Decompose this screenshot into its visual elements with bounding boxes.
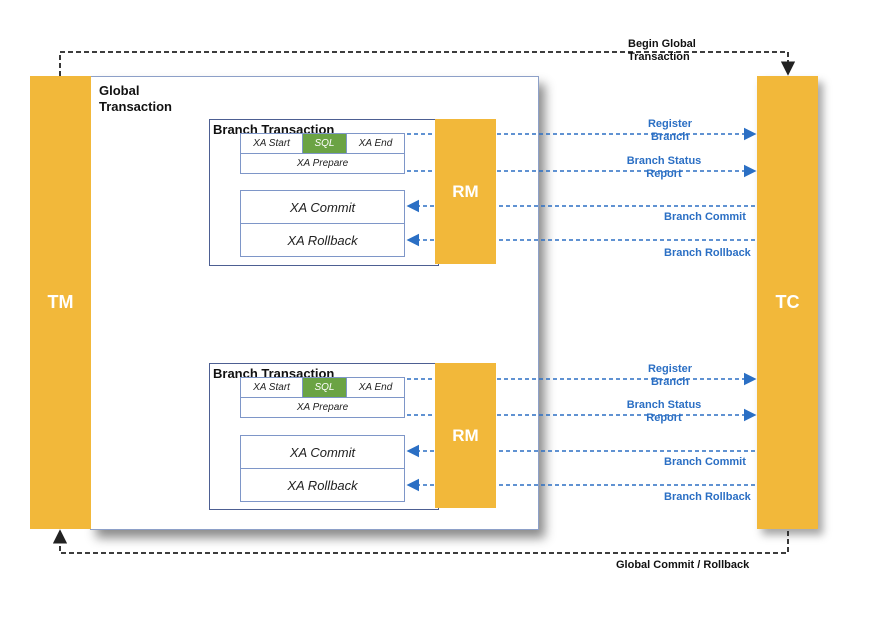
xa-rollback-cell: XA Rollback	[240, 223, 405, 257]
xa-prepare-cell: XA Prepare	[240, 397, 405, 418]
xa-commit-cell: XA Commit	[240, 435, 405, 469]
tm-bar: TM	[30, 76, 91, 529]
begin-global-arrow	[59, 51, 796, 76]
register-branch-label: Register Branch	[647, 363, 693, 388]
rm-box-2: RM	[435, 363, 496, 508]
begin-global-label: Begin Global Transaction	[628, 38, 696, 63]
register-branch-label: Register Branch	[647, 118, 693, 143]
tc-label: TC	[775, 292, 800, 312]
global-commit-arrow	[52, 529, 789, 554]
tm-label: TM	[47, 292, 74, 312]
rm-label: RM	[452, 425, 479, 445]
branch-rollback-label: Branch Rollback	[664, 247, 751, 259]
global-transaction-label: Global Transaction	[99, 83, 172, 114]
tc-bar: TC	[757, 76, 818, 529]
xa-commit-cell: XA Commit	[240, 190, 405, 224]
branch-commit-label: Branch Commit	[664, 211, 746, 223]
branch-status-label: Branch Status Report	[626, 155, 702, 180]
branch-status-label: Branch Status Report	[626, 399, 702, 424]
xa-prepare-cell: XA Prepare	[240, 153, 405, 174]
branch-rollback-label: Branch Rollback	[664, 491, 751, 503]
rm-label: RM	[452, 181, 479, 201]
branch-commit-label: Branch Commit	[664, 456, 746, 468]
rm-box-1: RM	[435, 119, 496, 264]
xa-rollback-cell: XA Rollback	[240, 468, 405, 502]
global-commit-rollback-label: Global Commit / Rollback	[616, 559, 750, 571]
